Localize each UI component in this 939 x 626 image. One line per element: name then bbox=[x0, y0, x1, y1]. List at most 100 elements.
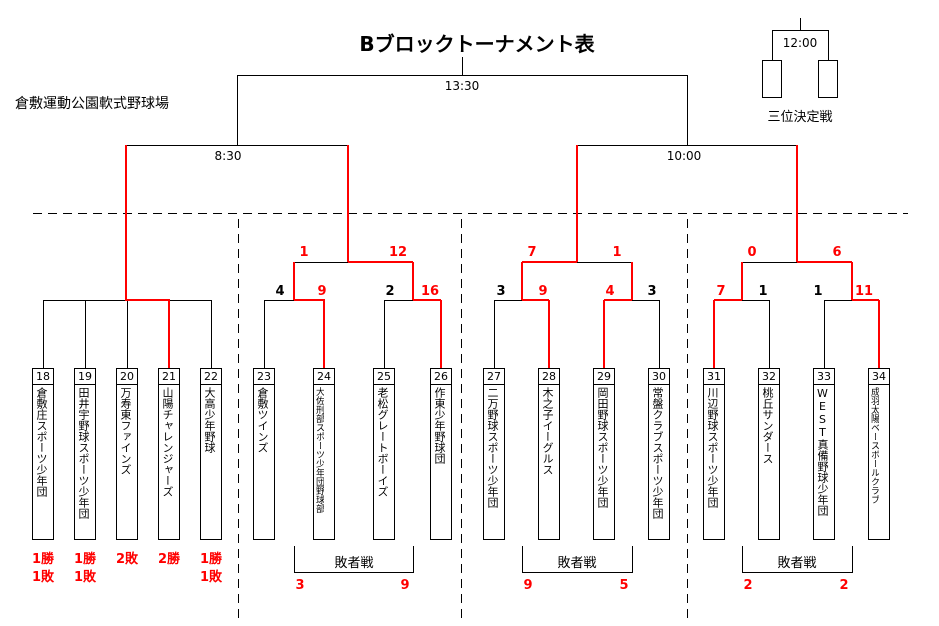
final-time: 13:30 bbox=[444, 79, 480, 93]
semi-left-time: 8:30 bbox=[214, 149, 242, 163]
score-c1-right: 9 bbox=[538, 284, 548, 299]
team22-stem bbox=[211, 300, 212, 368]
team-box-21: 21 山陽チャレンジャーズ bbox=[158, 368, 180, 540]
team30-stem bbox=[659, 300, 660, 368]
team-name: 成羽太陽ベースボールクラブ bbox=[869, 387, 879, 504]
score-d1-left: 7 bbox=[716, 284, 726, 299]
score-c2-left: 4 bbox=[605, 284, 615, 299]
score-consolation-d-right: 2 bbox=[839, 578, 849, 593]
team-name: 木之子イーグルス bbox=[541, 387, 554, 475]
team-number: 26 bbox=[431, 369, 451, 385]
team-number: 23 bbox=[254, 369, 274, 385]
team-number: 21 bbox=[159, 369, 179, 385]
score-c-final-right: 1 bbox=[612, 245, 622, 260]
third-place-label: 三位決定戦 bbox=[767, 110, 833, 125]
score-b-final-right: 12 bbox=[388, 245, 408, 260]
score-d-final-right: 6 bbox=[832, 245, 842, 260]
team-name: 作東少年野球団 bbox=[433, 387, 446, 464]
match-b1-up-stem bbox=[293, 262, 295, 300]
consolation-b-left-stem bbox=[294, 546, 295, 572]
team-name: 倉敷ツインズ bbox=[256, 387, 269, 453]
team-box-34: 34 成羽太陽ベースボールクラブ bbox=[868, 368, 890, 540]
team20-stem bbox=[127, 300, 128, 368]
score-d1-right: 1 bbox=[758, 284, 768, 299]
match-d2-bar bbox=[824, 300, 879, 301]
group-b-final-winner-segment bbox=[348, 261, 413, 263]
consolation-d-label: 敗者戦 bbox=[777, 556, 817, 571]
match-b2-winner-segment bbox=[413, 299, 441, 301]
team-number: 20 bbox=[117, 369, 137, 385]
team-box-26: 26 作東少年野球団 bbox=[430, 368, 452, 540]
team34-stem-winner bbox=[878, 300, 880, 368]
match-c1-bar bbox=[494, 300, 549, 301]
group-a-winner-stem bbox=[125, 145, 127, 301]
match-d1-winner-segment bbox=[714, 299, 742, 301]
team23-stem bbox=[264, 300, 265, 368]
team-number: 27 bbox=[484, 369, 504, 385]
team-number: 19 bbox=[75, 369, 95, 385]
consolation-b-right-stem bbox=[413, 546, 414, 572]
score-consolation-b-left: 3 bbox=[295, 578, 305, 593]
semi-right-bar bbox=[577, 145, 797, 146]
score-c2-right: 3 bbox=[647, 284, 657, 299]
team-name: 山陽チャレンジャーズ bbox=[161, 387, 174, 497]
team-number: 30 bbox=[649, 369, 669, 385]
final-bar bbox=[237, 75, 687, 76]
match-d2-winner-segment bbox=[852, 299, 879, 301]
consolation-b-label: 敗者戦 bbox=[334, 556, 374, 571]
final-right-stem bbox=[687, 75, 688, 145]
match-b2-up-stem bbox=[412, 262, 414, 300]
team-box-28: 28 木之子イーグルス bbox=[538, 368, 560, 540]
consolation-b-bar bbox=[294, 572, 414, 573]
third-place-slot-right bbox=[818, 60, 838, 98]
team-box-20: 20 万寿東ファインズ bbox=[116, 368, 138, 540]
team32-stem bbox=[769, 300, 770, 368]
team29-stem-winner bbox=[603, 300, 605, 368]
score-b-final-left: 1 bbox=[299, 245, 309, 260]
team-name: 大佐刑部スポーツ少年団野球部 bbox=[314, 387, 324, 513]
team33-stem bbox=[824, 300, 825, 368]
team31-stem-winner bbox=[713, 300, 715, 368]
team-box-23: 23 倉敷ツインズ bbox=[253, 368, 275, 540]
team-number: 33 bbox=[814, 369, 834, 385]
record-team18-line1: 1勝 bbox=[31, 552, 55, 567]
team-name: WEST真備野球少年団 bbox=[816, 387, 829, 516]
score-d2-left: 1 bbox=[813, 284, 823, 299]
third-place-bar bbox=[772, 30, 828, 31]
team-number: 34 bbox=[869, 369, 889, 385]
third-place-time: 12:00 bbox=[782, 36, 818, 50]
semi-left-bar bbox=[126, 145, 348, 146]
semi-right-time: 10:00 bbox=[666, 149, 702, 163]
consolation-d-bar bbox=[742, 572, 853, 573]
score-consolation-c-right: 5 bbox=[619, 578, 629, 593]
team-number: 31 bbox=[704, 369, 724, 385]
team-number: 22 bbox=[201, 369, 221, 385]
team-name: 老松グレートボーイズ bbox=[376, 387, 389, 497]
score-b1-left: 4 bbox=[275, 284, 285, 299]
section-divider-vertical-1 bbox=[238, 213, 239, 618]
score-consolation-b-right: 9 bbox=[400, 578, 410, 593]
team-name: 倉敷庄スポーツ少年団 bbox=[35, 387, 48, 497]
page-title: Bブロックトーナメント表 bbox=[359, 32, 595, 56]
team-name: 万寿東ファインズ bbox=[119, 387, 132, 475]
consolation-c-left-stem bbox=[522, 546, 523, 572]
final-left-stem bbox=[237, 75, 238, 145]
group-d-winner-stem bbox=[796, 145, 798, 262]
section-divider-horizontal bbox=[33, 213, 908, 214]
third-place-left-stem bbox=[772, 30, 773, 60]
match-c1-winner-segment bbox=[522, 299, 549, 301]
match-c2-winner-segment bbox=[604, 299, 632, 301]
team-number: 28 bbox=[539, 369, 559, 385]
score-b2-right: 16 bbox=[420, 284, 440, 299]
team28-stem-winner bbox=[548, 300, 550, 368]
match-d1-up-stem bbox=[741, 262, 743, 300]
record-team20-line1: 2敗 bbox=[115, 552, 139, 567]
